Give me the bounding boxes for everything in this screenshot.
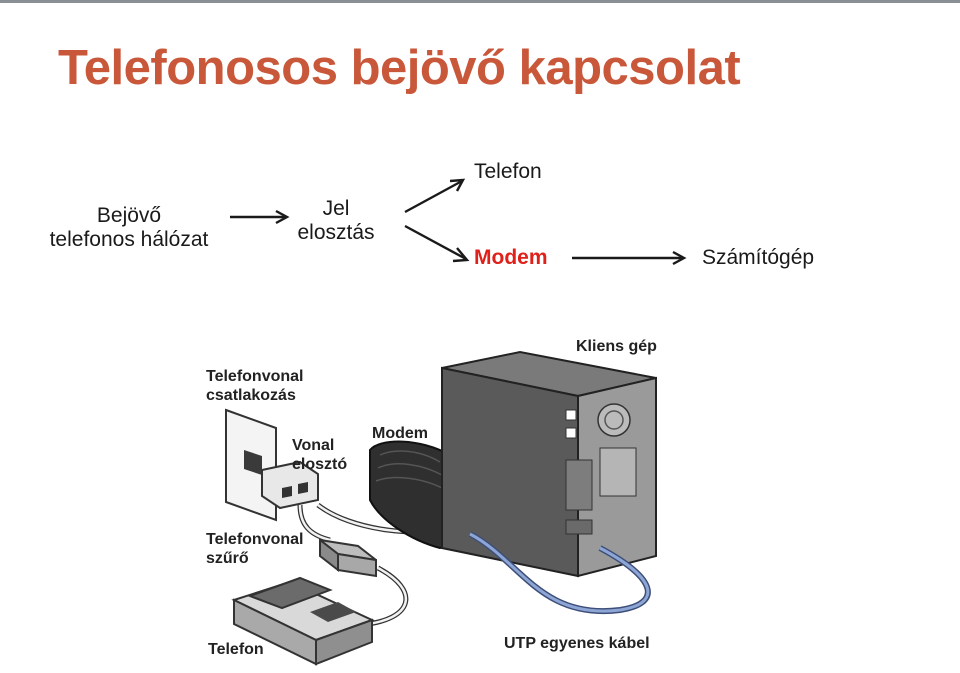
label-utp-cable: UTP egyenes kábel: [504, 635, 650, 652]
label-modem: Modem: [372, 425, 428, 442]
flow-phone: Telefon: [474, 160, 542, 183]
label-line-splitter: Vonal elosztó: [292, 436, 347, 474]
flow-arrows: [230, 178, 687, 266]
label-line-filter: Telefonvonal szűrő: [206, 530, 304, 568]
label-splitter-line2: elosztó: [292, 456, 348, 473]
flow-incoming-network: Bejövő telefonos hálózat: [36, 204, 222, 252]
flow-modem: Modem: [474, 246, 548, 269]
flow-signal-split: Jel elosztás: [290, 197, 382, 245]
flow-incoming-line1: Bejövő: [96, 204, 162, 227]
arrow-to-phone: [404, 179, 463, 214]
flow-split-line2: elosztás: [297, 221, 375, 244]
arrow-head-phone: [449, 178, 466, 192]
line-splitter-icon: [261, 460, 319, 510]
label-wall-jack: Telefonvonal csatlakozás: [206, 367, 304, 405]
arrow-head-computer: [672, 250, 687, 266]
label-splitter-line1: Vonal: [292, 437, 335, 454]
flow-split-line1: Jel: [322, 197, 350, 220]
page-title: Telefonosos bejövő kapcsolat: [58, 41, 741, 95]
label-wall-jack-line2: csatlakozás: [206, 387, 296, 404]
arrow-head-modem: [452, 247, 470, 263]
label-filter-line2: szűrő: [206, 550, 249, 567]
label-wall-jack-line1: Telefonvonal: [206, 368, 304, 385]
label-filter-line1: Telefonvonal: [206, 531, 304, 548]
line-filter-icon: [319, 537, 377, 578]
label-client-pc: Kliens gép: [576, 338, 657, 355]
flow-incoming-line2: telefonos hálózat: [49, 228, 209, 251]
wall-jack-icon: [225, 408, 277, 522]
arrow-head-split: [275, 209, 290, 225]
telephone-icon: [231, 576, 375, 666]
label-telephone: Telefon: [208, 641, 264, 658]
arrow-to-modem: [404, 224, 467, 261]
top-rule: [0, 0, 960, 3]
flow-computer: Számítógép: [702, 246, 815, 269]
client-pc-icon: [441, 350, 657, 578]
